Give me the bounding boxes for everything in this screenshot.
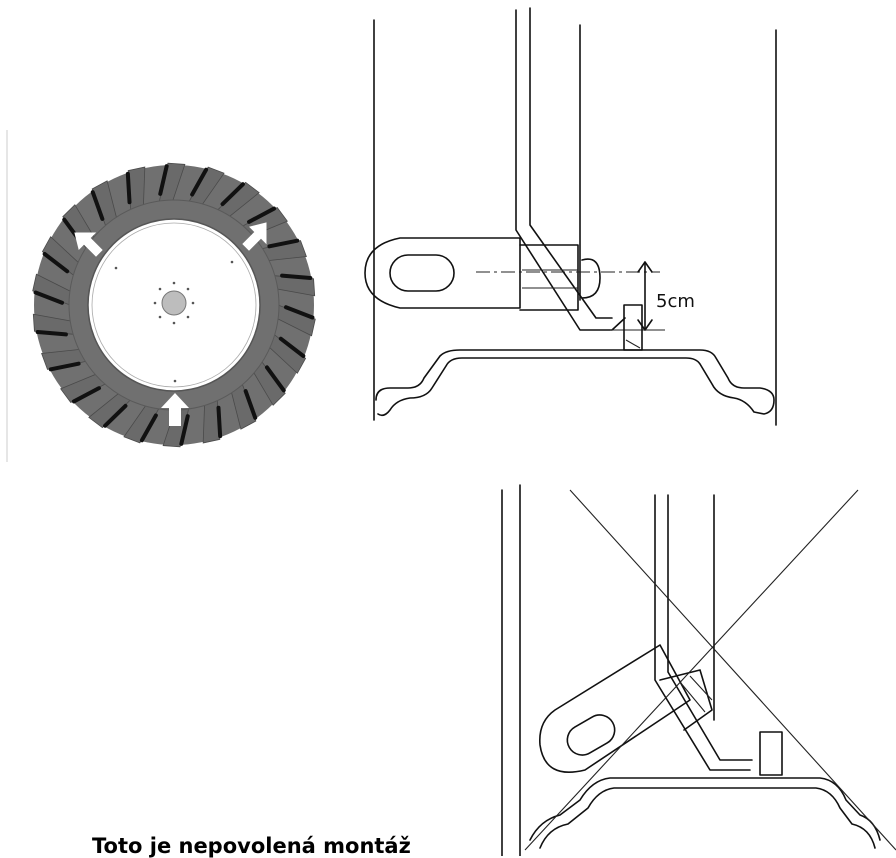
mounting-sketch-bottom — [501, 484, 896, 856]
tread-groove — [125, 171, 132, 205]
tread-groove — [267, 238, 300, 249]
tread-groove — [103, 403, 128, 428]
tread-groove — [139, 413, 158, 443]
tread-lugs — [32, 162, 316, 448]
caption-prohibited-mounting: Toto je nepovolená montáž — [92, 834, 411, 858]
tread-groove — [216, 405, 223, 439]
tread-groove — [71, 386, 101, 404]
tread-groove — [35, 330, 68, 337]
cross-out-line-2 — [524, 489, 859, 851]
tread-groove — [158, 164, 169, 196]
tread-groove — [42, 252, 70, 274]
wheel — [32, 162, 316, 448]
bolt-holes — [114, 260, 234, 383]
rim-inner-edge — [91, 222, 257, 388]
dimension-label: 5cm — [656, 291, 695, 312]
arrow-icon-upper-left — [74, 232, 103, 257]
tread-groove — [190, 167, 209, 197]
mounting-sketch-top: 5cm — [364, 7, 777, 426]
tread-groove — [220, 182, 245, 207]
tread-groove — [33, 290, 65, 305]
tread-groove — [264, 365, 286, 393]
cross-out-line-1 — [569, 489, 896, 851]
tread-groove — [278, 336, 306, 358]
tread-groove — [179, 414, 190, 446]
tread-groove — [243, 389, 258, 420]
tread-groove — [283, 305, 315, 320]
arrow-icon-bottom — [161, 393, 189, 426]
hub — [161, 290, 187, 316]
tread-groove — [90, 190, 105, 221]
arrow-icon-upper-right — [242, 222, 267, 251]
tread-groove — [48, 361, 81, 372]
tread-groove — [280, 273, 313, 280]
tread-groove — [247, 206, 277, 224]
